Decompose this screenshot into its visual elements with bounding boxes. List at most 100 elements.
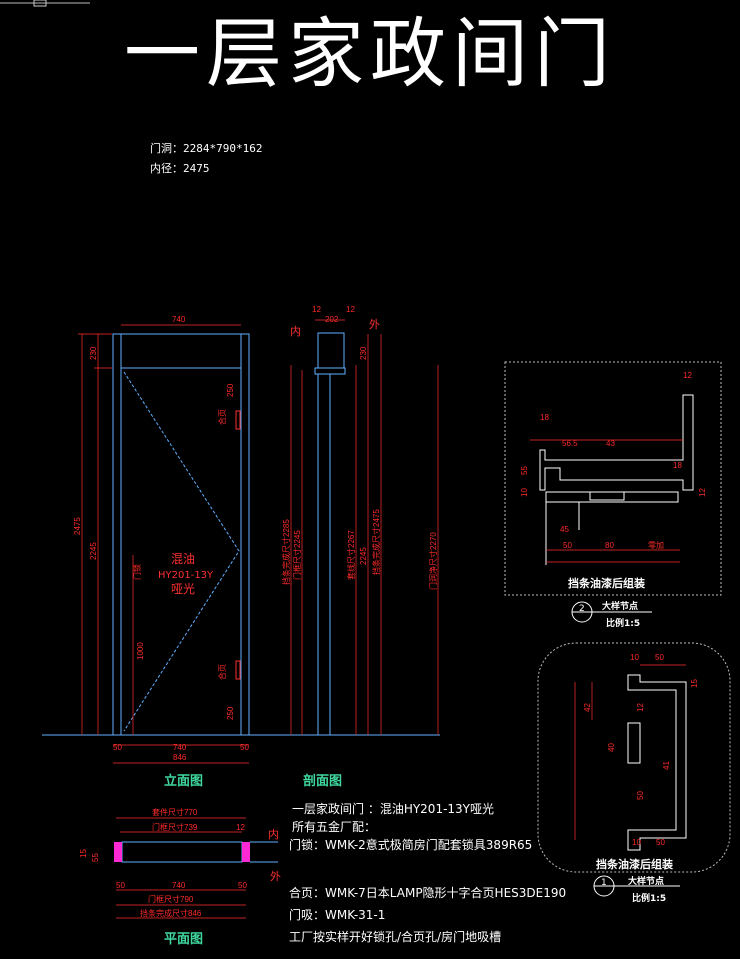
section-outside: 外 — [369, 318, 380, 331]
d2-dim-10: 80 — [605, 541, 614, 550]
handle-height-dim: 1000 — [136, 642, 145, 660]
hinge-bottom-label: 合页 — [217, 664, 227, 680]
plan-small-0: 12 — [236, 823, 245, 832]
d1-dim-5: 12 — [636, 703, 645, 712]
section-dim-c: 12 — [346, 305, 355, 314]
detail-2-profile — [539, 394, 694, 491]
note-line3: 门锁：WMK-2意式极简房门配套锁具389R65 — [289, 838, 533, 852]
d1-dim-3: 42 — [583, 703, 592, 712]
plan-top-0: 套件尺寸770 — [152, 807, 198, 817]
detail-1-profile — [627, 674, 687, 851]
d2-dim-11: 零加 — [648, 540, 664, 550]
d1-dim-6: 50 — [636, 791, 645, 800]
elev-left-door: 2245 — [89, 542, 98, 560]
elev-bottom-width: 740 — [173, 743, 187, 752]
section-dim-top: 230 — [359, 346, 368, 360]
section-view: 12 202 12 内 外 230 挡条完成尺寸2285 门框尺寸2245 套线… — [281, 305, 439, 735]
section-vert-5: 门洞净尺寸2270 — [428, 532, 438, 590]
elev-bottom-right: 50 — [240, 743, 249, 752]
note-line6: 工厂按实样开好锁孔/合页孔/房门地吸槽 — [289, 930, 502, 944]
hinge-top-dim: 250 — [226, 383, 235, 397]
section-dim-a: 12 — [312, 305, 321, 314]
note-line2: 所有五金厂配： — [292, 820, 377, 834]
note-line4: 合页：WMK-7日本LAMP隐形十字合页HES3DE190 — [289, 886, 567, 900]
swing-indicator — [123, 371, 240, 732]
plan-small-2: 50 — [238, 881, 247, 890]
plan-label: 平面图 — [164, 932, 204, 947]
hinge-top — [235, 410, 241, 430]
elev-bottom-left: 50 — [113, 743, 122, 752]
section-vert-3: 2245 — [359, 547, 368, 565]
section-vert-2: 套线尺寸2267 — [346, 530, 356, 580]
elev-left-top: 230 — [89, 346, 98, 360]
d2-dim-4: 18 — [673, 461, 682, 470]
elev-top-width: 740 — [172, 315, 186, 324]
plan-outside: 外 — [270, 870, 281, 883]
section-vert-4: 挡条完成尺寸2475 — [371, 509, 381, 575]
plan-frame-left — [114, 842, 122, 862]
d1-dim-7: 41 — [662, 761, 671, 770]
section-vert-1: 门框尺寸2245 — [292, 530, 302, 580]
plan-small-3: 15 — [79, 849, 88, 858]
finish-line3: 哑光 — [171, 582, 195, 596]
note-line5: 门吸：WMK-31-1 — [289, 908, 386, 922]
plan-inside: 内 — [268, 827, 279, 841]
plan-view: 套件尺寸770 门框尺寸739 740 门框尺寸790 挡条完成尺寸846 50… — [79, 807, 281, 919]
plan-bottom-1: 门框尺寸790 — [148, 894, 194, 904]
handle-label: 门锁 — [132, 564, 142, 580]
d2-tag-scale: 比例1:5 — [606, 617, 640, 629]
detail-1-border — [537, 642, 731, 873]
plan-top-1: 门框尺寸739 — [152, 822, 198, 832]
opening-spec: 门洞：2284*790*162 — [150, 142, 263, 155]
d1-dim-0: 10 — [630, 653, 639, 662]
plan-small-1: 50 — [116, 881, 125, 890]
hinge-top-label: 合页 — [217, 409, 227, 425]
section-dim-b: 202 — [325, 315, 339, 324]
d2-dim-0: 12 — [683, 371, 692, 380]
d1-title: 挡条油漆后组装 — [596, 857, 673, 871]
d2-tag-num: 2 — [579, 604, 585, 614]
d1-dim-8: 10 — [632, 838, 641, 847]
d2-dim-3: 43 — [606, 439, 615, 448]
detail-2: 12 18 56.5 43 18 55 10 12 45 50 80 零加 挡条… — [504, 361, 722, 629]
d1-tag-scale: 比例1:5 — [632, 892, 666, 904]
finish-line2: HY201-13Y — [158, 570, 214, 581]
plan-small-4: 55 — [91, 853, 100, 862]
plan-frame-right — [242, 842, 250, 862]
d1-dim-4: 40 — [607, 743, 616, 752]
d1-tag-title: 大样节点 — [628, 875, 664, 887]
drawing-title: 一层家政间门 — [124, 9, 616, 98]
detail-2-border — [504, 361, 722, 596]
hinge-bottom-dim: 250 — [226, 706, 235, 720]
section-inside: 内 — [290, 324, 301, 338]
d1-dim-1: 50 — [655, 653, 664, 662]
d2-dim-6: 10 — [520, 488, 529, 497]
plan-bottom-0: 740 — [172, 881, 186, 890]
d2-dim-5: 55 — [520, 466, 529, 475]
d2-tag-title: 大样节点 — [602, 600, 638, 612]
d1-tag-num: 1 — [601, 878, 607, 888]
note-line1: 一层家政间门 ：混油HY201-13Y哑光 — [292, 802, 495, 816]
elevation-label: 立面图 — [164, 774, 204, 789]
d2-dim-1: 18 — [540, 413, 549, 422]
plan-door — [121, 841, 243, 863]
d2-dim-2: 56.5 — [562, 439, 578, 448]
elev-left-total: 2475 — [73, 517, 82, 535]
section-head — [317, 332, 345, 369]
door-leaf — [120, 367, 242, 736]
section-label: 剖面图 — [303, 774, 343, 789]
detail-1: 10 50 15 42 40 12 50 41 10 50 挡条油漆后组装 1 … — [537, 642, 731, 904]
d2-dim-9: 50 — [563, 541, 572, 550]
d1-dim-9: 50 — [656, 838, 665, 847]
elev-bottom-total: 846 — [173, 753, 187, 762]
finish-line1: 混油 — [171, 552, 195, 566]
d2-dim-7: 12 — [698, 488, 707, 497]
elevation-view: 740 2475 2245 230 250 合页 250 合页 1000 门锁 … — [42, 315, 440, 764]
d2-title: 挡条油漆后组装 — [568, 576, 645, 590]
plan-bottom-2: 挡条完成尺寸846 — [140, 908, 202, 918]
inner-spec: 内径：2475 — [150, 162, 210, 175]
section-vert-0: 挡条完成尺寸2285 — [281, 519, 291, 585]
hinge-bottom — [235, 660, 241, 680]
d2-dim-8: 45 — [560, 525, 569, 534]
